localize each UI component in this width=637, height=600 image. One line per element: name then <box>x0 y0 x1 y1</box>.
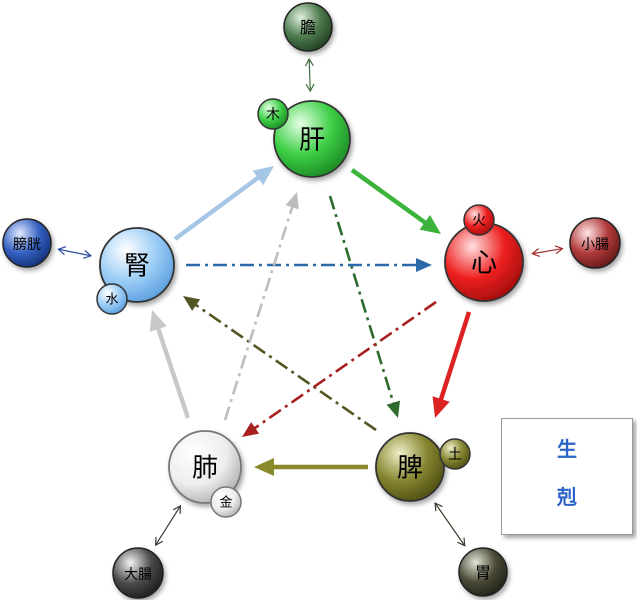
organ-node-earth: 脾土 <box>375 432 471 502</box>
controlling-arrow-wood-earth <box>328 195 401 418</box>
paired-link-earth <box>434 502 466 547</box>
organ-label-wood: 肝 <box>299 125 325 155</box>
organ-node-wood: 肝木 <box>257 98 351 178</box>
element-badge-earth: 土 <box>439 438 471 470</box>
paired-link-wood <box>304 57 315 93</box>
organ-node-fire: 心火 <box>444 204 524 302</box>
organ-label-metal: 肺 <box>192 453 218 483</box>
paired-organ-label-metal: 大腸 <box>124 567 152 583</box>
paired-organ-water: 膀胱 <box>2 218 52 268</box>
paired-organ-earth: 胃 <box>458 547 508 597</box>
paired-organ-wood: 膽 <box>283 2 333 52</box>
controlling-arrow-fire-metal <box>242 300 437 437</box>
organ-node-water: 腎水 <box>96 227 175 315</box>
paired-organ-metal: 大腸 <box>112 547 164 599</box>
element-badge-label-metal: 金 <box>219 495 232 511</box>
element-badge-water: 水 <box>96 283 128 315</box>
organ-node-metal: 肺金 <box>168 430 242 518</box>
generating-arrow-fire-earth <box>432 311 472 418</box>
element-badge-label-water: 水 <box>105 293 118 308</box>
legend: 生 剋 <box>501 418 633 535</box>
legend-controlling-label: 剋 <box>557 485 577 509</box>
paired-organ-label-wood: 膽 <box>300 18 316 37</box>
organ-label-water: 腎 <box>124 251 150 281</box>
organ-label-fire: 心 <box>471 248 497 278</box>
controlling-arrow-earth-water <box>183 296 377 432</box>
paired-organ-label-earth: 胃 <box>475 563 491 582</box>
element-badge-metal: 金 <box>210 486 242 518</box>
controlling-arrow-metal-wood <box>223 192 299 421</box>
element-badge-label-fire: 火 <box>472 213 486 229</box>
generating-arrow-metal-water <box>149 310 191 419</box>
paired-organ-label-fire: 小腸 <box>581 237 609 253</box>
organ-label-earth: 脾 <box>397 453 423 483</box>
paired-organ-fire: 小腸 <box>569 217 621 269</box>
generating-arrow-earth-metal <box>254 458 368 476</box>
controlling-arrow-water-fire <box>186 258 432 272</box>
element-badge-label-wood: 木 <box>266 107 280 123</box>
element-badge-wood: 木 <box>257 98 289 130</box>
generating-arrow-wood-fire <box>350 168 441 234</box>
paired-organ-label-water: 膀胱 <box>13 236 41 253</box>
element-badge-label-earth: 土 <box>448 447 462 463</box>
generating-arrow-water-wood <box>173 166 274 241</box>
paired-link-water <box>57 246 93 259</box>
paired-link-metal <box>154 504 182 547</box>
legend-generating-label: 生 <box>557 437 577 461</box>
paired-link-fire <box>531 245 564 258</box>
element-badge-fire: 火 <box>463 204 495 236</box>
